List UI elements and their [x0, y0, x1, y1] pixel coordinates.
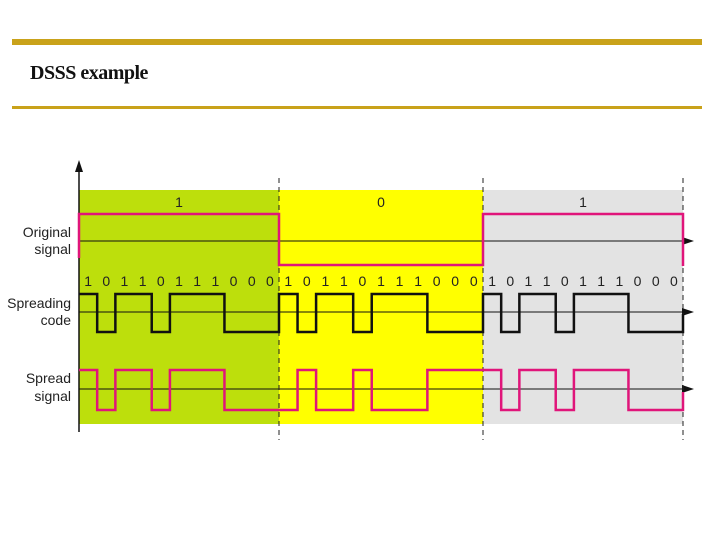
chip-label-25: 1	[525, 273, 533, 289]
chip-label-23: 1	[488, 273, 496, 289]
chip-label-26: 1	[543, 273, 551, 289]
data-bit-label-1: 1	[175, 194, 183, 210]
original-label-line1: Original	[23, 224, 71, 240]
bit-period-background-3	[483, 190, 683, 424]
vertical-axis-arrow-icon	[75, 160, 83, 172]
chip-label-18: 1	[396, 273, 404, 289]
chip-label-9: 0	[230, 273, 238, 289]
chip-label-24: 0	[506, 273, 514, 289]
chip-label-2: 0	[102, 273, 110, 289]
spreading-label-line2: code	[41, 312, 72, 328]
bit-period-background-2	[279, 190, 483, 424]
spreading-label-line1: Spreading	[7, 295, 71, 311]
chip-label-31: 0	[634, 273, 642, 289]
chip-label-33: 0	[670, 273, 678, 289]
spread-axis-arrow-icon	[682, 385, 694, 393]
chip-label-13: 0	[303, 273, 311, 289]
chip-label-11: 0	[266, 273, 274, 289]
chip-label-20: 0	[433, 273, 441, 289]
chip-label-5: 0	[157, 273, 165, 289]
chip-label-14: 1	[321, 273, 329, 289]
original-signal-waveform	[77, 212, 685, 267]
chip-label-7: 1	[193, 273, 201, 289]
bit-period-backgrounds	[79, 190, 683, 424]
spread-label-line1: Spread	[26, 370, 71, 386]
chip-label-6: 1	[175, 273, 183, 289]
chip-label-32: 0	[652, 273, 660, 289]
original-label-line2: signal	[34, 241, 71, 257]
chip-label-16: 0	[359, 273, 367, 289]
chip-label-17: 1	[377, 273, 385, 289]
spread-label-line2: signal	[34, 388, 71, 404]
chip-label-4: 1	[139, 273, 147, 289]
spreading-code-waveform	[79, 292, 685, 334]
chip-label-15: 1	[340, 273, 348, 289]
title-rule-bottom	[12, 106, 702, 109]
title-rule-top	[12, 39, 702, 45]
chip-label-27: 0	[561, 273, 569, 289]
chip-label-30: 1	[615, 273, 623, 289]
chip-label-22: 0	[470, 273, 478, 289]
code-axis-arrow-icon	[682, 308, 694, 316]
chip-label-10: 0	[248, 273, 256, 289]
chip-label-19: 1	[414, 273, 422, 289]
chip-label-3: 1	[121, 273, 129, 289]
data-bit-label-2: 0	[377, 194, 385, 210]
chip-label-8: 1	[211, 273, 219, 289]
data-bit-labels: 1 0 1	[175, 194, 587, 210]
original-axis-arrow-icon	[682, 237, 694, 245]
chip-label-29: 1	[597, 273, 605, 289]
chip-label-1: 1	[84, 273, 92, 289]
chip-label-28: 1	[579, 273, 587, 289]
bit-period-background-1	[79, 190, 279, 424]
slide-title: DSSS example	[30, 62, 148, 84]
chip-label-21: 0	[451, 273, 459, 289]
data-bit-label-3: 1	[579, 194, 587, 210]
spread-signal-waveform	[79, 368, 685, 412]
chip-label-12: 1	[284, 273, 292, 289]
